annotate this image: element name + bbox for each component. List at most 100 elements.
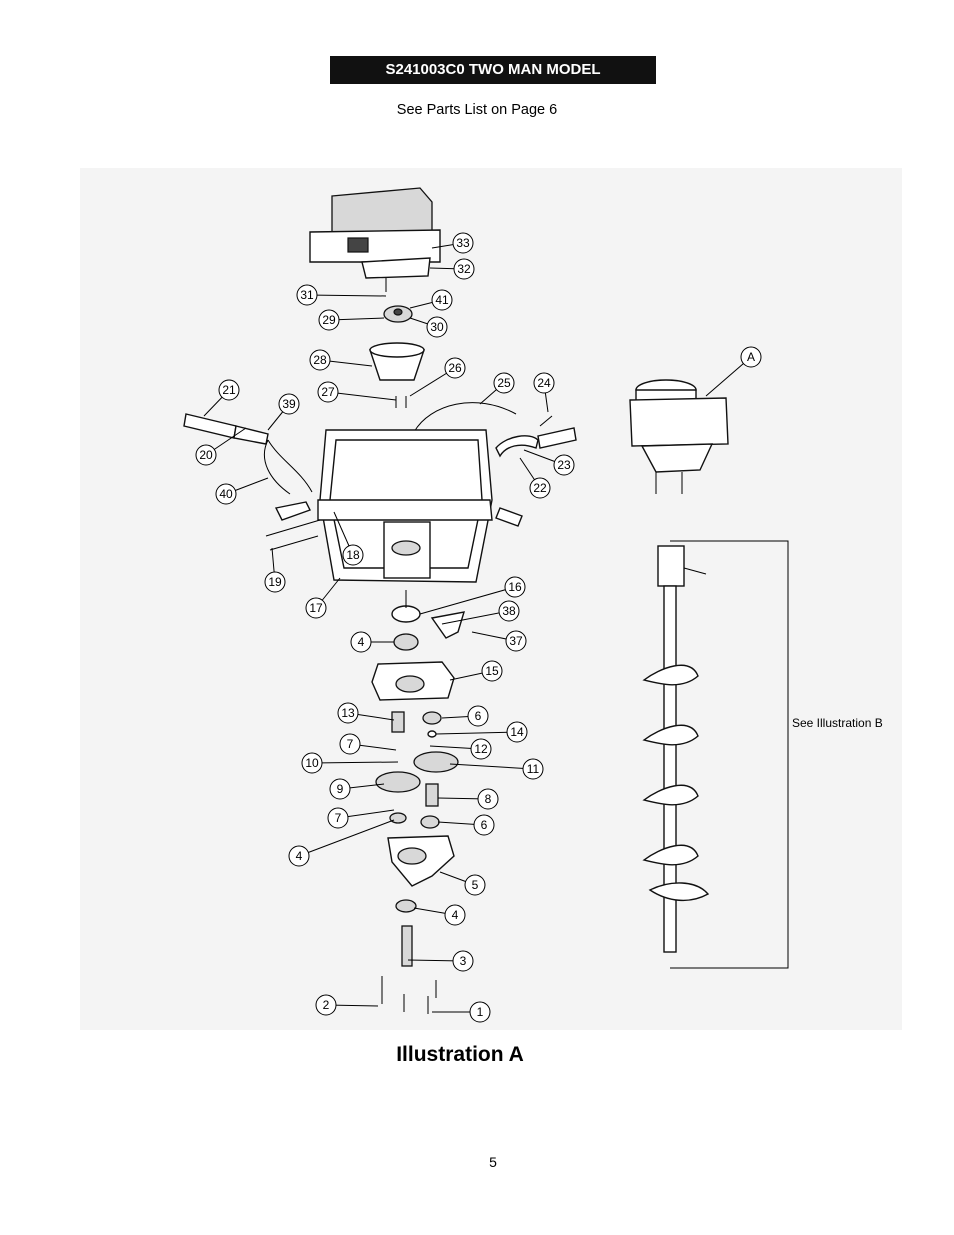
callout-circle — [329, 778, 351, 800]
callout-label-14: 14 — [510, 725, 524, 739]
callout-circle — [553, 454, 575, 476]
screw-set-27 — [395, 396, 407, 408]
callout-circle — [317, 381, 339, 403]
callout-leader — [298, 819, 395, 857]
callout-label-15: 15 — [485, 664, 499, 678]
callout-label-7: 7 — [335, 811, 342, 825]
callout-label-23: 23 — [557, 458, 571, 472]
callout-leader — [311, 761, 399, 764]
diagram-background — [80, 168, 902, 1030]
callout-leader — [306, 294, 387, 297]
callout-label-38: 38 — [502, 604, 516, 618]
callout-label-3: 3 — [460, 954, 467, 968]
callout-circle — [288, 845, 310, 867]
callout-circle — [473, 814, 495, 836]
callout-label-30: 30 — [430, 320, 444, 334]
callout-label-29: 29 — [322, 313, 336, 327]
model-title: S241003C0 TWO MAN MODEL — [385, 61, 601, 78]
illustration-caption: Illustration A — [396, 1043, 524, 1066]
callout-circle — [318, 309, 340, 331]
callout-label-8: 8 — [485, 792, 492, 806]
gear-assembly — [375, 711, 459, 829]
clutch-bell-part — [369, 342, 425, 381]
callout-circle — [464, 874, 486, 896]
callout-label-32: 32 — [457, 262, 471, 276]
callout-label-40: 40 — [219, 487, 233, 501]
callout-label-1: 1 — [477, 1005, 484, 1019]
bolt-set-1-2 — [381, 976, 437, 1014]
callout-label-4: 4 — [296, 849, 303, 863]
callout-circle — [477, 788, 499, 810]
upper-housing-part — [371, 661, 455, 701]
callout-circle — [215, 483, 237, 505]
callout-circle — [522, 758, 544, 780]
callout-label-26: 26 — [448, 361, 462, 375]
callout-circle — [342, 544, 364, 566]
callout-label-37: 37 — [509, 634, 523, 648]
bolt-set-19 — [265, 519, 321, 551]
model-title-bar: S241003C0 TWO MAN MODEL — [330, 56, 656, 84]
callout-circle — [467, 705, 489, 727]
callout-circle — [505, 630, 527, 652]
callout-circle — [309, 349, 331, 371]
callout-label-27: 27 — [321, 385, 335, 399]
callout-label-7: 7 — [347, 737, 354, 751]
callout-label-6: 6 — [475, 709, 482, 723]
callout-label-16: 16 — [508, 580, 522, 594]
callout-leader — [449, 763, 534, 770]
right-handle-part — [495, 415, 577, 527]
callout-circle — [296, 284, 318, 306]
callout-label-24: 24 — [537, 376, 551, 390]
engine-part — [309, 187, 441, 292]
callout-circle — [350, 631, 372, 653]
callout-label-18: 18 — [346, 548, 360, 562]
callout-circle — [431, 289, 453, 311]
callout-label-6: 6 — [481, 818, 488, 832]
callout-circle — [470, 738, 492, 760]
callout-circle — [740, 346, 762, 368]
callout-label-22: 22 — [533, 481, 547, 495]
callout-label-39: 39 — [282, 397, 296, 411]
callout-circle — [506, 721, 528, 743]
callout-circle — [453, 258, 475, 280]
auger-bit — [642, 545, 710, 953]
callout-label-31: 31 — [300, 288, 314, 302]
callout-label-10: 10 — [305, 756, 319, 770]
callout-circle — [493, 372, 515, 394]
callout-circle — [315, 994, 337, 1016]
callout-label-20: 20 — [199, 448, 213, 462]
callout-circle — [426, 316, 448, 338]
clutch-hub-part — [383, 305, 413, 323]
frame-part — [317, 429, 493, 583]
callout-label-21: 21 — [222, 383, 236, 397]
left-grip-part — [274, 501, 311, 521]
callout-circle — [327, 807, 349, 829]
see-illustration-b-label: See Illustration B — [792, 716, 883, 730]
callout-circle — [337, 702, 359, 724]
callout-circle — [498, 600, 520, 622]
callout-circle — [469, 1001, 491, 1023]
callout-label-25: 25 — [497, 376, 511, 390]
callout-circle — [533, 372, 555, 394]
auger-bracket — [670, 540, 789, 969]
bearing-lower — [395, 899, 417, 913]
callout-label-17: 17 — [309, 601, 323, 615]
callout-label-41: 41 — [435, 293, 449, 307]
callout-label-9: 9 — [337, 782, 344, 796]
callout-circle — [339, 733, 361, 755]
upper-cover-part — [391, 590, 466, 639]
callout-label-4: 4 — [452, 908, 459, 922]
callout-label-11: 11 — [527, 762, 540, 776]
callout-circle — [529, 477, 551, 499]
callout-label-12: 12 — [474, 742, 488, 756]
callout-leader — [441, 610, 510, 625]
callout-label-2: 2 — [323, 998, 330, 1012]
callout-label-33: 33 — [456, 236, 470, 250]
callout-circle — [278, 393, 300, 415]
callout-label-4: 4 — [358, 635, 365, 649]
callout-circle — [264, 571, 286, 593]
bearing-upper — [393, 633, 419, 651]
callout-label-A: A — [747, 350, 755, 364]
